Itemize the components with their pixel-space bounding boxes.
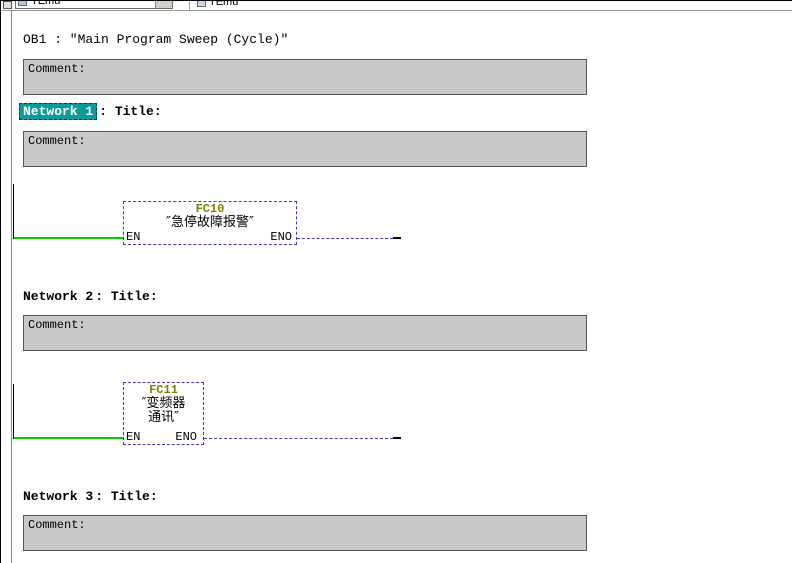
toolbar-item[interactable]: TEmu: [197, 1, 287, 9]
fc11-en-pin[interactable]: EN: [126, 430, 141, 444]
combobox-value: TEmu: [31, 1, 61, 7]
rung-line: [14, 437, 123, 439]
rung-line: [14, 237, 123, 239]
network-2-comment-box[interactable]: Comment:: [23, 315, 587, 351]
eno-wire: [297, 238, 393, 239]
network-1-heading: Network 1: Title:: [19, 103, 162, 120]
network-2-heading: Network 2: Title:: [23, 289, 158, 304]
network-1-comment-box[interactable]: Comment:: [23, 131, 587, 167]
network-2-label[interactable]: Network 2: [23, 289, 94, 304]
comment-label: Comment:: [28, 318, 86, 332]
fc11-eno-pin[interactable]: ENO: [175, 430, 197, 444]
block-icon: [18, 1, 27, 6]
toolbar-separator: [189, 1, 190, 10]
comment-label: Comment:: [28, 518, 86, 532]
wire-end-tick: [393, 437, 401, 439]
network-1-title-suffix: : Title:: [99, 104, 162, 119]
block-title: OB1 : ″Main Program Sweep (Cycle)″: [23, 32, 289, 47]
fc10-description: ″急停故障报警″: [166, 215, 254, 230]
toolbar: TEmu ▼ TEmu: [1, 1, 792, 11]
power-rail: [13, 384, 14, 439]
element-icon: [197, 1, 206, 7]
fc10-name: FC10: [195, 202, 225, 216]
network-2-title-suffix: : Title:: [95, 289, 158, 304]
fc11-description-line2: 通讯″: [148, 410, 179, 425]
left-margin-divider: [11, 10, 12, 563]
network-3-title-suffix: : Title:: [95, 489, 158, 504]
block-comment-box[interactable]: Comment:: [23, 59, 587, 95]
comment-label: Comment:: [28, 134, 86, 148]
fc11-description-line1: ″变频器: [141, 396, 186, 411]
element-selector-combobox[interactable]: TEmu ▼: [15, 1, 173, 9]
network-1-label[interactable]: Network 1: [19, 103, 98, 120]
wire-end-tick: [393, 237, 401, 239]
fc10-block[interactable]: FC10 ″急停故障报警″ EN ENO: [123, 201, 297, 245]
fc11-name: FC11: [149, 383, 178, 397]
fc11-block[interactable]: FC11 ″变频器 通讯″ EN ENO: [123, 382, 204, 445]
power-rail: [13, 184, 14, 239]
toolbar-item-label: TEmu: [209, 1, 239, 8]
network-3-heading: Network 3: Title:: [23, 489, 158, 504]
toolbar-grid-icon[interactable]: [3, 1, 12, 9]
eno-wire: [204, 438, 393, 439]
network-3-comment-box[interactable]: Comment:: [23, 515, 587, 551]
network-3-label[interactable]: Network 3: [23, 489, 94, 504]
comment-label: Comment:: [28, 62, 86, 76]
fc10-en-pin[interactable]: EN: [126, 230, 141, 244]
chevron-down-icon[interactable]: ▼: [155, 1, 172, 8]
fc10-eno-pin[interactable]: ENO: [270, 230, 292, 244]
